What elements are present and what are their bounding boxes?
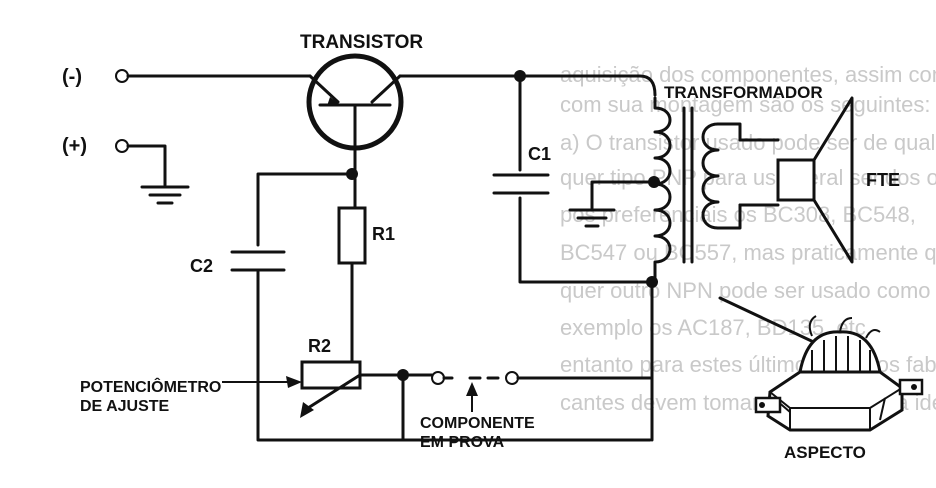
speaker-magnet-icon — [776, 158, 816, 202]
pot-label-line2: DE AJUSTE — [80, 398, 170, 415]
potentiometer-r2: R2 POTENCIÔMETRO DE AJUSTE — [80, 336, 362, 418]
bleed-line: a) O transistor usado pode ser de qual- — [560, 130, 936, 155]
bleed-through-text: aquisição dos componentes, assim como co… — [560, 62, 936, 415]
bleed-line: BC547 ou BC557, mas praticamente qual- — [560, 240, 936, 265]
r2-label: R2 — [308, 336, 331, 356]
transistor-label: TRANSISTOR — [300, 32, 423, 53]
capacitor-c1: C1 — [492, 144, 551, 195]
speaker-label: FTE — [866, 170, 900, 190]
pot-label-line1: POTENCIÔMETRO — [80, 377, 221, 396]
bleed-line: com sua montagem são os seguintes: — [560, 92, 931, 117]
speaker-cone-icon — [812, 96, 854, 264]
bottom-rail — [256, 270, 652, 442]
terminal-ring — [115, 69, 129, 83]
capacitor-c2: C2 — [190, 250, 286, 276]
positive-terminal-label: (+) — [62, 135, 87, 157]
c2-top-wire — [256, 172, 354, 247]
up-arrow-icon — [466, 382, 478, 396]
speaker: FTE — [738, 96, 900, 264]
emitter-arrow-icon — [327, 97, 339, 106]
c2-label: C2 — [190, 256, 213, 276]
ground-symbol-right — [568, 208, 616, 228]
positive-terminal: (+) — [62, 135, 129, 157]
negative-terminal: (-) — [62, 66, 129, 88]
pointer-arrow-icon — [286, 376, 302, 388]
top-rail-right — [398, 74, 657, 97]
junction-dot — [648, 176, 660, 188]
c1-bottom-wire — [518, 196, 654, 284]
ground-symbol-left — [140, 185, 190, 205]
resistor-r1: R1 — [337, 206, 395, 265]
positive-wire — [126, 144, 167, 187]
bleed-line: quer tipo PNP para uso geral sendos os t… — [560, 165, 936, 190]
aspect-pointer-line — [718, 296, 822, 347]
negative-terminal-label: (-) — [62, 66, 82, 88]
c1-label: C1 — [528, 144, 551, 164]
aspect-label: ASPECTO — [784, 443, 866, 462]
transistor: TRANSISTOR — [300, 32, 423, 151]
wiper-arrow-icon — [300, 402, 314, 418]
transformer-aspect-drawing: ASPECTO — [754, 315, 924, 462]
transformer: TRANSFORMADOR — [653, 83, 823, 284]
dut-label-line2: EM PROVA — [420, 434, 505, 451]
component-under-test: COMPONENTE EM PROVA — [420, 371, 535, 451]
terminal-ring — [115, 139, 129, 153]
dut-label-line1: COMPONENTE — [420, 415, 535, 432]
r1-label: R1 — [372, 224, 395, 244]
center-tap-wire — [590, 180, 656, 210]
transformer-label: TRANSFORMADOR — [664, 83, 823, 102]
bleed-line: pos preferenciais os BC308, BC548, — [560, 202, 916, 227]
